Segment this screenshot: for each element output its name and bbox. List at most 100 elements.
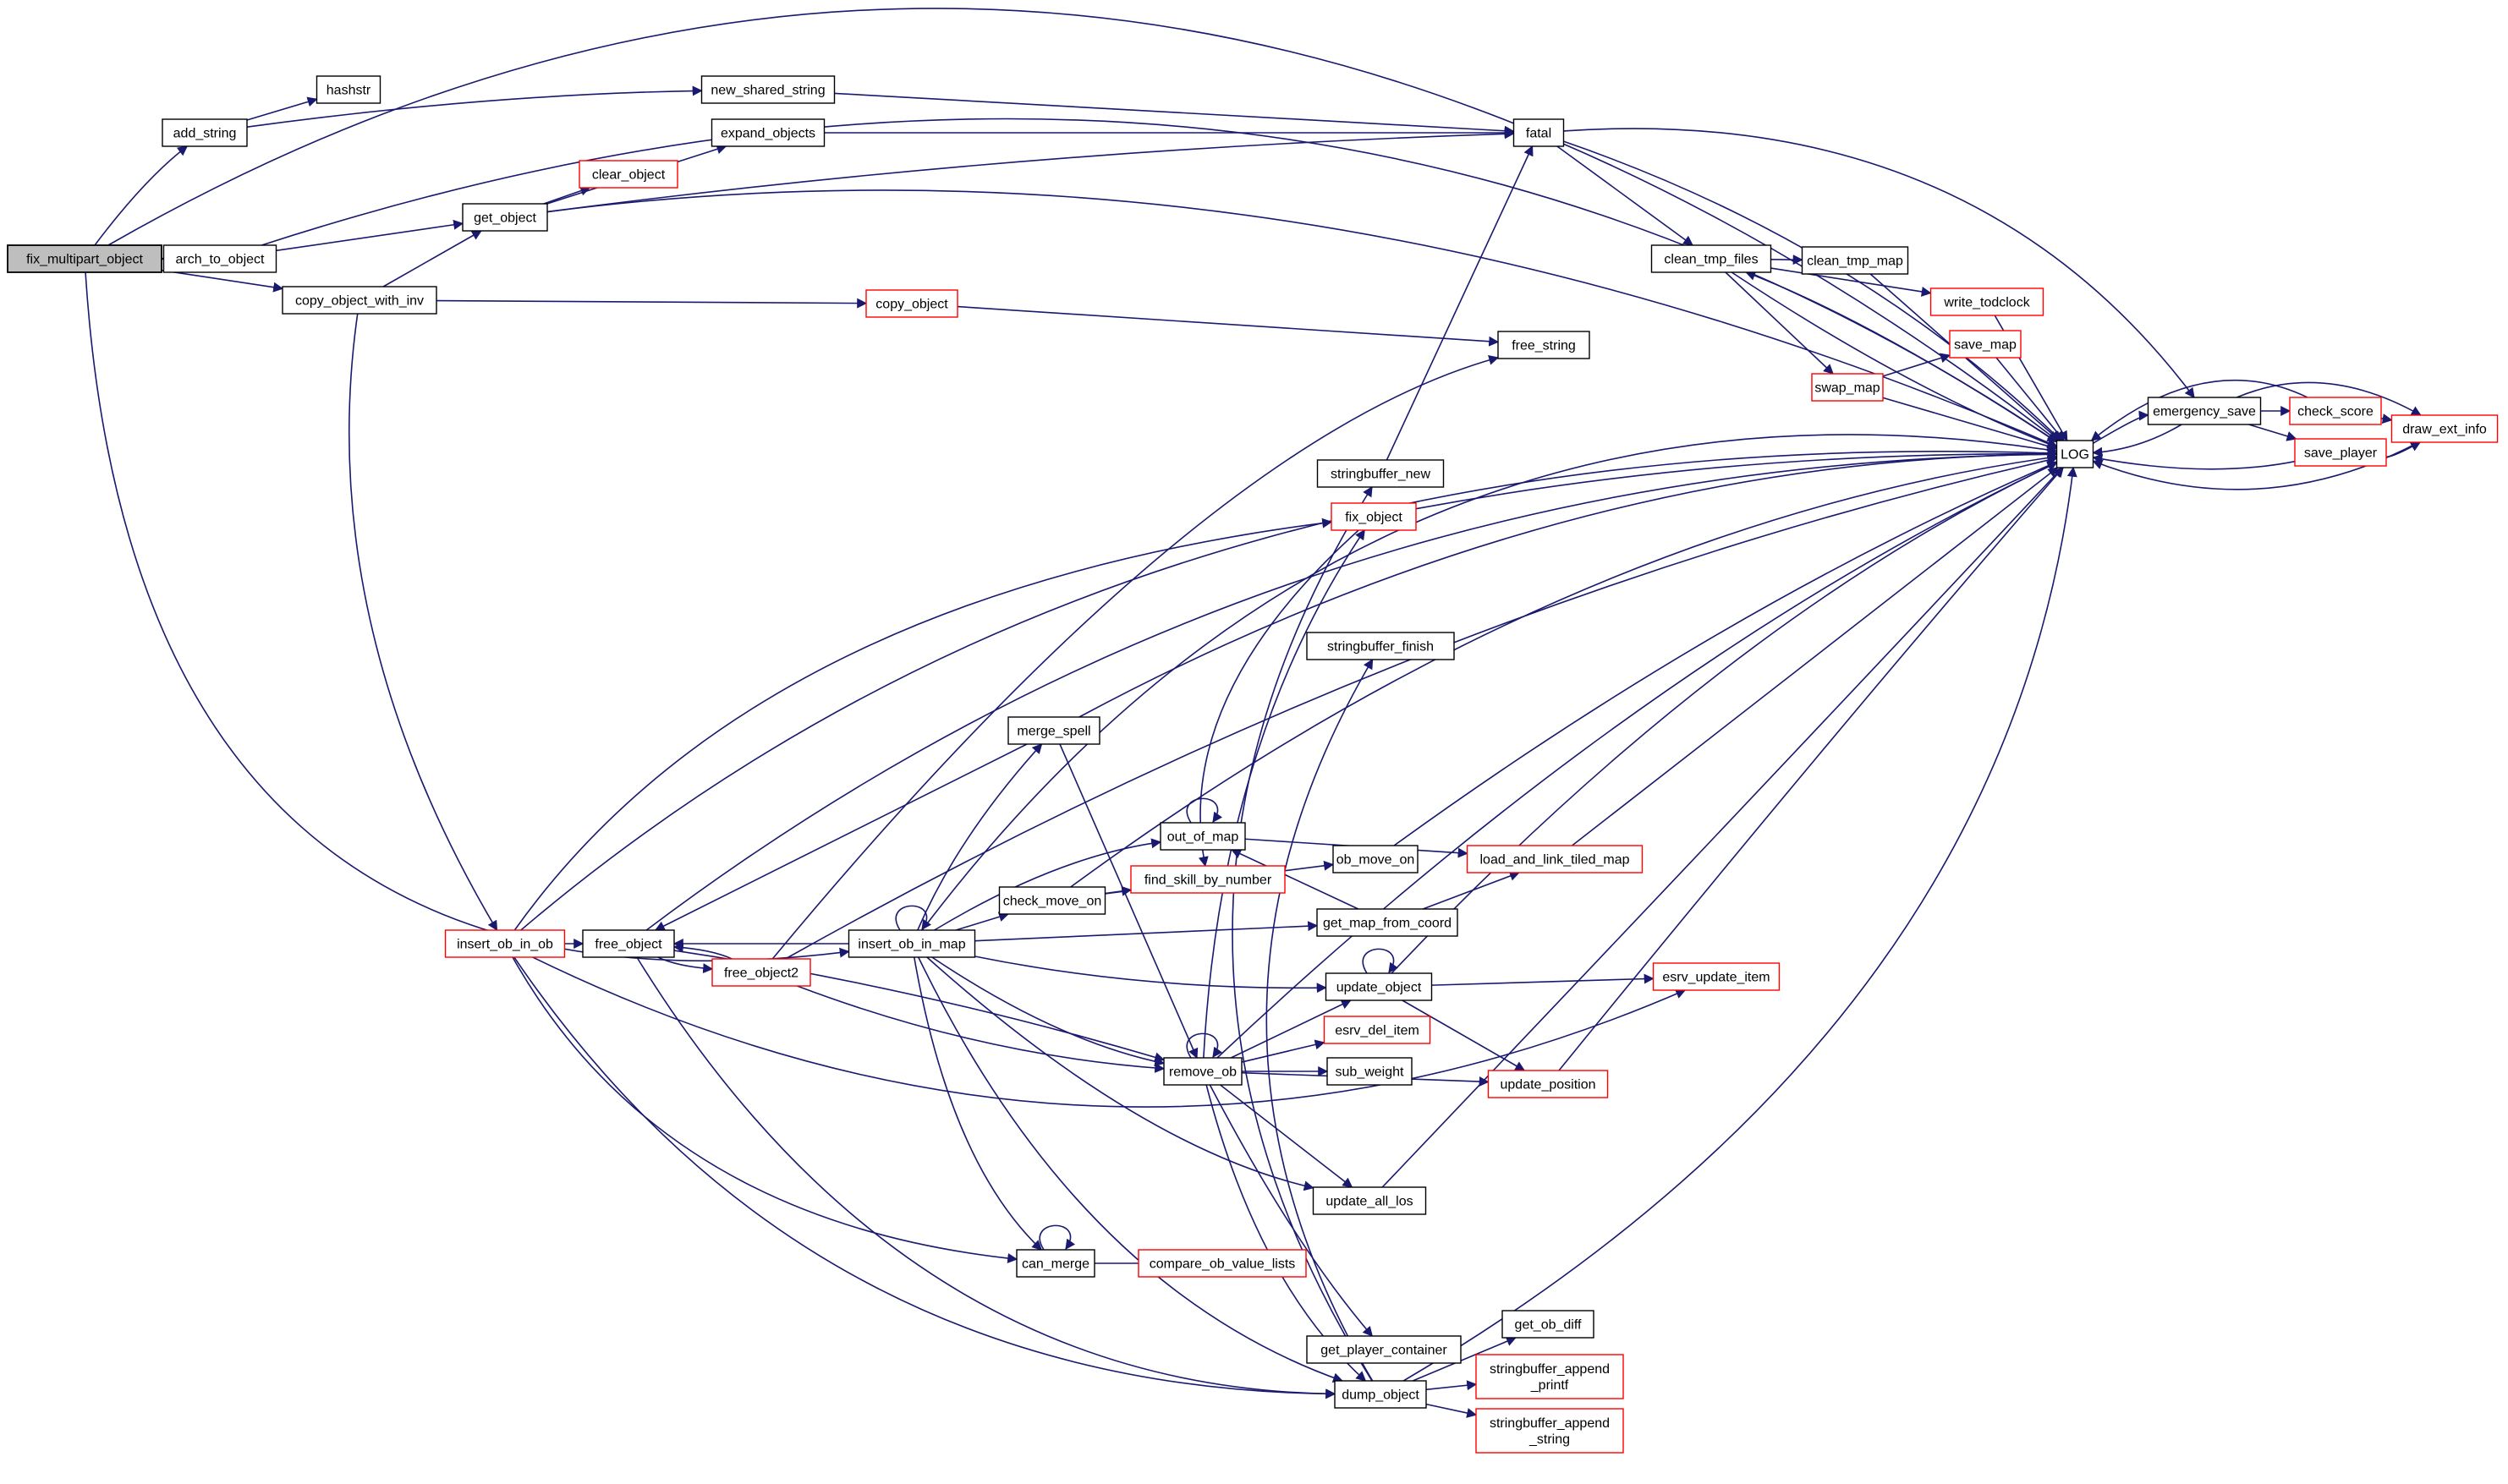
node-box-can_merge[interactable] [1016,1249,1095,1278]
node-box-get_player_container[interactable] [1306,1335,1462,1364]
node-box-emergency_save[interactable] [2147,397,2262,425]
node-clean_tmp_map[interactable]: clean_tmp_map [1801,246,1909,275]
node-box-clean_tmp_files[interactable] [1650,244,1772,273]
node-box-clean_tmp_map[interactable] [1801,246,1909,275]
node-box-fix_multipart_object[interactable] [7,244,162,273]
node-box-LOG[interactable] [2055,440,2094,468]
node-insert_ob_in_map[interactable]: insert_ob_in_map [848,929,976,958]
node-box-get_ob_diff[interactable] [1501,1310,1594,1339]
node-box-swap_map[interactable] [1811,373,1884,402]
node-copy_object[interactable]: copy_object [865,289,958,318]
node-box-ob_move_on[interactable] [1332,845,1419,873]
node-arch_to_object[interactable]: arch_to_object [162,244,277,273]
node-box-compare_ob_value_lists[interactable] [1138,1249,1307,1278]
node-stringbuffer_append_string[interactable]: stringbuffer_append_string [1475,1408,1624,1454]
node-clear_object[interactable]: clear_object [579,160,678,189]
node-box-update_all_los[interactable] [1312,1186,1427,1215]
node-check_move_on[interactable]: check_move_on [998,886,1106,915]
node-expand_objects[interactable]: expand_objects [711,118,826,147]
node-fix_multipart_object[interactable]: fix_multipart_object [7,244,162,273]
node-box-merge_spell[interactable] [1007,716,1100,745]
node-box-insert_ob_in_map[interactable] [848,929,976,958]
node-stringbuffer_new[interactable]: stringbuffer_new [1316,459,1445,488]
node-box-draw_ext_info[interactable] [2390,414,2499,443]
node-update_position[interactable]: update_position [1487,1070,1609,1098]
node-box-fatal[interactable] [1512,118,1565,147]
node-box-new_shared_string[interactable] [700,75,836,104]
node-esrv_del_item[interactable]: esrv_del_item [1323,1016,1431,1044]
node-get_object[interactable]: get_object [462,203,548,232]
node-box-get_object[interactable] [462,203,548,232]
node-stringbuffer_finish[interactable]: stringbuffer_finish [1306,632,1455,660]
node-ob_move_on[interactable]: ob_move_on [1332,845,1419,873]
node-box-free_object2[interactable] [711,958,811,987]
node-box-update_object[interactable] [1325,972,1433,1001]
node-box-save_player[interactable] [2294,438,2387,467]
node-write_todclock[interactable]: write_todclock [1929,287,2044,316]
node-find_skill_by_number[interactable]: find_skill_by_number [1130,865,1286,894]
node-compare_ob_value_lists[interactable]: compare_ob_value_lists [1138,1249,1307,1278]
node-box-free_object[interactable] [582,929,675,958]
node-box-check_move_on[interactable] [998,886,1106,915]
node-box-load_and_link_tiled_map[interactable] [1466,845,1644,873]
node-free_object[interactable]: free_object [582,929,675,958]
node-check_score[interactable]: check_score [2289,397,2382,425]
node-remove_ob[interactable]: remove_ob [1163,1057,1243,1086]
node-insert_ob_in_ob[interactable]: insert_ob_in_ob [444,929,566,958]
node-box-esrv_update_item[interactable] [1652,962,1781,991]
node-box-arch_to_object[interactable] [162,244,277,273]
node-save_player[interactable]: save_player [2294,438,2387,467]
node-new_shared_string[interactable]: new_shared_string [700,75,836,104]
node-box-out_of_map[interactable] [1160,822,1246,851]
node-save_map[interactable]: save_map [1949,330,2022,359]
node-free_object2[interactable]: free_object2 [711,958,811,987]
node-load_and_link_tiled_map[interactable]: load_and_link_tiled_map [1466,845,1644,873]
node-copy_object_with_inv[interactable]: copy_object_with_inv [282,286,437,315]
node-box-sub_weight[interactable] [1326,1057,1413,1086]
node-get_map_from_coord[interactable]: get_map_from_coord [1316,908,1458,937]
node-box-add_string[interactable] [162,118,248,147]
node-box-stringbuffer_finish[interactable] [1306,632,1455,660]
node-box-insert_ob_in_ob[interactable] [444,929,566,958]
node-esrv_update_item[interactable]: esrv_update_item [1652,962,1781,991]
node-fix_object[interactable]: fix_object [1331,502,1417,531]
node-get_ob_diff[interactable]: get_ob_diff [1501,1310,1594,1339]
node-get_player_container[interactable]: get_player_container [1306,1335,1462,1364]
node-box-get_map_from_coord[interactable] [1316,908,1458,937]
node-box-update_position[interactable] [1487,1070,1609,1098]
node-hashstr[interactable]: hashstr [316,75,381,104]
node-stringbuffer_append_printf[interactable]: stringbuffer_append_printf [1475,1354,1624,1399]
node-box-stringbuffer_new[interactable] [1316,459,1445,488]
node-box-stringbuffer_append_string[interactable] [1475,1408,1624,1454]
node-emergency_save[interactable]: emergency_save [2147,397,2262,425]
node-box-save_map[interactable] [1949,330,2022,359]
node-box-write_todclock[interactable] [1929,287,2044,316]
node-LOG[interactable]: LOG [2055,440,2094,468]
node-clean_tmp_files[interactable]: clean_tmp_files [1650,244,1772,273]
node-box-remove_ob[interactable] [1163,1057,1243,1086]
node-free_string[interactable]: free_string [1497,331,1590,359]
node-box-find_skill_by_number[interactable] [1130,865,1286,894]
node-box-esrv_del_item[interactable] [1323,1016,1431,1044]
node-out_of_map[interactable]: out_of_map [1160,822,1246,851]
node-box-dump_object[interactable] [1334,1380,1427,1409]
node-box-fix_object[interactable] [1331,502,1417,531]
node-box-hashstr[interactable] [316,75,381,104]
node-draw_ext_info[interactable]: draw_ext_info [2390,414,2499,443]
node-fatal[interactable]: fatal [1512,118,1565,147]
node-update_all_los[interactable]: update_all_los [1312,1186,1427,1215]
node-box-copy_object_with_inv[interactable] [282,286,437,315]
node-box-clear_object[interactable] [579,160,678,189]
node-swap_map[interactable]: swap_map [1811,373,1884,402]
node-sub_weight[interactable]: sub_weight [1326,1057,1413,1086]
node-update_object[interactable]: update_object [1325,972,1433,1001]
node-box-free_string[interactable] [1497,331,1590,359]
node-merge_spell[interactable]: merge_spell [1007,716,1100,745]
node-can_merge[interactable]: can_merge [1016,1249,1095,1278]
node-box-stringbuffer_append_printf[interactable] [1475,1354,1624,1399]
node-box-check_score[interactable] [2289,397,2382,425]
node-dump_object[interactable]: dump_object [1334,1380,1427,1409]
node-box-copy_object[interactable] [865,289,958,318]
node-box-expand_objects[interactable] [711,118,826,147]
node-add_string[interactable]: add_string [162,118,248,147]
